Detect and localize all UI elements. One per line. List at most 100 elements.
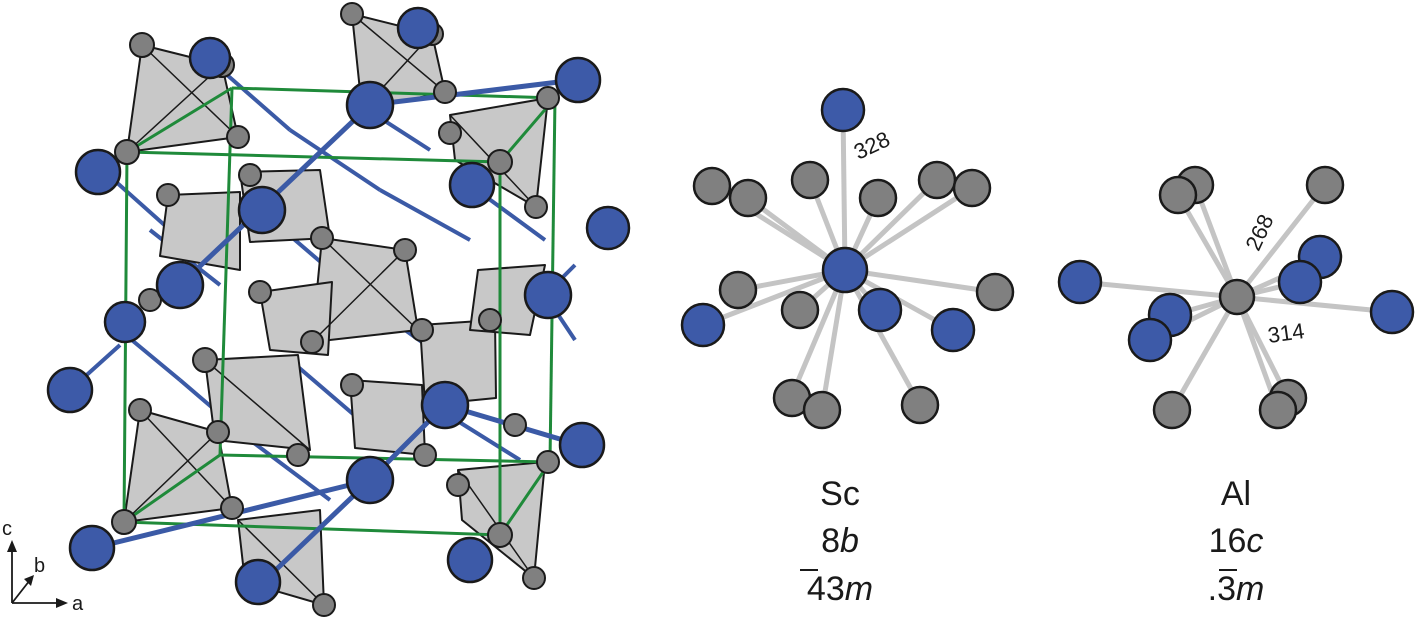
- al-element-label: Al: [1221, 475, 1251, 513]
- ligand-atom: [1258, 390, 1298, 430]
- ligand-atom: [478, 308, 502, 332]
- ligand-atom: [220, 496, 244, 520]
- ligand-atom: [692, 166, 732, 206]
- metal-atom: [74, 148, 122, 196]
- al-distance-label-2: 314: [1266, 318, 1306, 348]
- metal-atom: [446, 536, 494, 584]
- ligand-atom: [917, 160, 957, 200]
- axes-indicator: c b a: [2, 518, 84, 615]
- ligand-atom: [446, 473, 470, 497]
- ligand-atom: [413, 443, 437, 467]
- metal-atom: [930, 307, 976, 353]
- metal-atom: [345, 455, 395, 505]
- sc-element-label: Sc: [820, 475, 860, 513]
- metal-atom: [345, 80, 395, 130]
- al-site-dot: .: [1208, 570, 1217, 608]
- sc-site-rest: 3: [826, 570, 845, 608]
- al-wyckoff: 16c: [1209, 522, 1264, 560]
- sc-site-bar: 4: [807, 570, 826, 608]
- ligand-atom: [300, 330, 324, 354]
- ligand-atom: [1158, 175, 1198, 215]
- metal-atom: [1057, 259, 1103, 305]
- ligand-atom: [340, 373, 364, 397]
- metal-atom: [420, 380, 470, 430]
- ligand-atom: [312, 593, 336, 617]
- ligand-atom: [410, 318, 434, 342]
- metal-atom: [558, 421, 606, 469]
- sc-wyckoff: 8b: [821, 522, 859, 560]
- metal-atom: [234, 558, 282, 606]
- metal-atom: [820, 87, 866, 133]
- ligand-atom: [718, 270, 758, 310]
- ligand-atom: [286, 443, 310, 467]
- ligand-atom: [975, 272, 1015, 312]
- axis-a-label: a: [72, 593, 84, 615]
- ligand-atom: [393, 238, 417, 262]
- ligand-atom: [238, 163, 262, 187]
- sc-ligands: [692, 160, 1015, 430]
- metal-atom: [1277, 259, 1323, 305]
- metal-atom: [857, 287, 903, 333]
- ligand-atom: [114, 139, 140, 165]
- al-metal-neighbors: [1057, 234, 1415, 363]
- ligand-atom: [802, 390, 842, 430]
- sc-site-symmetry: 43m: [807, 570, 873, 608]
- axis-c-label: c: [2, 518, 12, 540]
- metal-atom: [188, 36, 232, 80]
- metal-atom: [554, 56, 602, 104]
- ligand-atom: [790, 160, 830, 200]
- ligand-atom: [524, 195, 548, 219]
- ligand-atom: [487, 522, 513, 548]
- ligand-atom: [522, 566, 546, 590]
- ligand-atom: [1152, 390, 1192, 430]
- metal-atom: [680, 302, 726, 348]
- metal-atom: [46, 366, 94, 414]
- ligand-atom: [192, 347, 218, 373]
- sc-distance-label: 328: [850, 126, 894, 164]
- al-site-m: m: [1236, 570, 1264, 608]
- ligand-atom: [487, 149, 513, 175]
- ligand-atom: [536, 450, 560, 474]
- metal-atom: [448, 161, 496, 209]
- ligand-atom: [780, 290, 820, 330]
- sc-wyckoff-num: 8: [821, 522, 840, 560]
- axis-b-label: b: [34, 555, 45, 577]
- metal-atom: [1127, 317, 1173, 363]
- ligand-atom: [858, 178, 898, 218]
- ligand-atom: [340, 2, 364, 26]
- crystal-structure: [46, 2, 631, 617]
- axis-c-arrow: [7, 540, 17, 552]
- al-site-symmetry: .3m: [1208, 570, 1265, 608]
- ligand-atom: [248, 280, 272, 304]
- metal-atom: [237, 185, 287, 235]
- sc-metal-neighbors: [680, 87, 976, 353]
- metal-atoms: [46, 6, 631, 606]
- al-coordination: 268 314 Al 16c .3m: [1057, 165, 1415, 608]
- sc-site-m: m: [845, 570, 873, 608]
- al-site-bar: 3: [1217, 570, 1236, 608]
- axis-b-arrow: [24, 575, 34, 586]
- ligand-atom: [111, 509, 137, 535]
- al-wyckoff-num: 16: [1209, 522, 1247, 560]
- metal-atom: [103, 300, 147, 344]
- ligand-atom: [900, 385, 940, 425]
- metal-atom: [396, 6, 440, 50]
- metal-atom: [155, 260, 205, 310]
- al-wyckoff-letter: c: [1246, 522, 1263, 560]
- ligand-atom: [129, 32, 155, 58]
- al-ligands: [1152, 165, 1345, 430]
- metal-atom: [68, 524, 116, 572]
- sc-center-atom: [821, 246, 869, 294]
- al-center-atom: [1218, 278, 1256, 316]
- ligand-atom: [536, 86, 560, 110]
- ligand-atom: [433, 80, 457, 104]
- metal-atom: [523, 270, 573, 320]
- ligand-atom: [156, 183, 180, 207]
- ligand-atom: [206, 420, 230, 444]
- ligand-atoms: [111, 2, 560, 617]
- ligand-atom: [310, 226, 334, 250]
- ligand-atom: [128, 398, 152, 422]
- ligand-atom: [226, 125, 250, 149]
- metal-atom: [585, 205, 631, 251]
